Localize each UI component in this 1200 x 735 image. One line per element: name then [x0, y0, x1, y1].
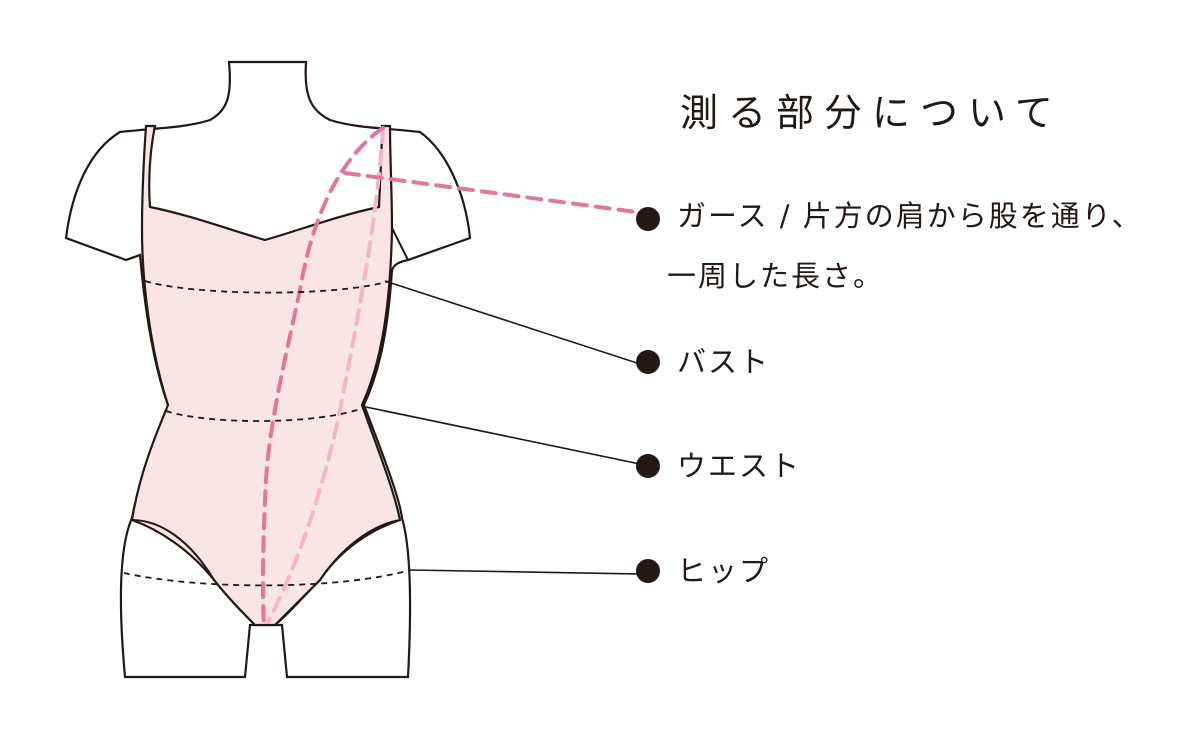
bust-leader-line	[385, 281, 640, 364]
girth-bullet	[636, 207, 660, 231]
waist-bullet	[636, 454, 660, 478]
hip-label: ヒップ	[677, 557, 770, 586]
bust-label: バスト	[677, 348, 770, 377]
waist-label: ウエスト	[677, 452, 801, 481]
page-title: 測る部分について	[680, 82, 1063, 137]
waist-leader-line	[366, 407, 640, 464]
girth-label-line1: ガース / 片方の肩から股を通り、	[677, 202, 1143, 231]
hip-bullet	[636, 559, 660, 583]
hip-leader-line	[410, 570, 640, 574]
bust-bullet	[636, 350, 660, 374]
girth-label-line2: 一周した長さ。	[667, 262, 884, 291]
